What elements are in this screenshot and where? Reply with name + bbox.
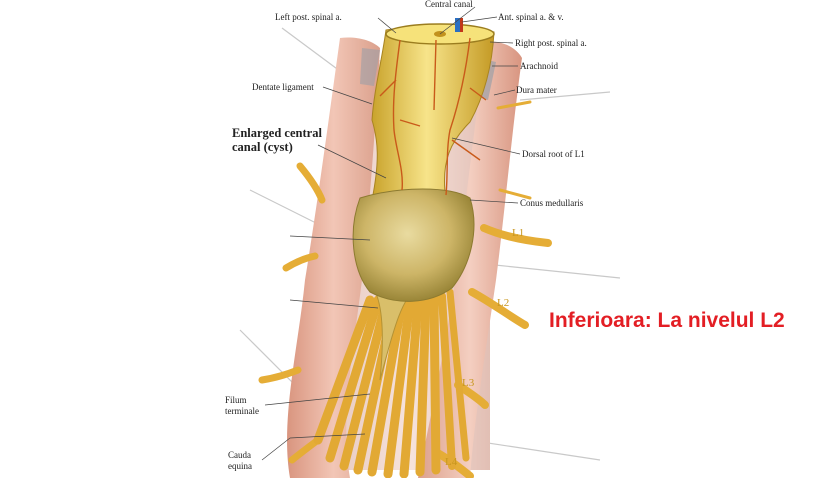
label-dentate-ligament: Dentate ligament (252, 82, 314, 92)
label-cauda: Cauda (228, 450, 251, 460)
label-cyst: canal (cyst) (232, 140, 293, 154)
anterior-spinal-artery (460, 18, 463, 32)
nerve-roots-left (258, 162, 326, 464)
level-l1: L1 (512, 227, 524, 239)
label-ant-spinal: Ant. spinal a. & v. (498, 12, 564, 22)
label-conus-medullaris: Conus medullaris (520, 198, 584, 208)
label-terminale: terminale (225, 406, 259, 416)
label-filum: Filum (225, 395, 247, 405)
label-left-post-spinal: Left post. spinal a. (275, 12, 342, 22)
anterior-spinal-vessel (455, 18, 460, 32)
caption: Inferioara: La nivelul L2 (549, 309, 785, 332)
spinal-arteries (379, 37, 487, 196)
label-central-canal: Central canal (425, 0, 473, 9)
label-equina: equina (228, 461, 252, 471)
cauda-equina (313, 288, 470, 479)
level-l2: L2 (497, 297, 509, 309)
level-l4: L4 (445, 456, 458, 468)
cyst (352, 188, 475, 302)
label-dura-mater: Dura mater (516, 85, 557, 95)
dura-mater-left (287, 37, 380, 479)
label-right-post-spinal: Right post. spinal a. (515, 38, 587, 48)
level-l3: L3 (462, 377, 475, 389)
leader-lines (261, 6, 521, 461)
arachnoid-flap-left (360, 48, 380, 86)
label-arachnoid: Arachnoid (520, 61, 558, 71)
label-enlarged-central-canal: Enlarged central (232, 126, 322, 140)
label-dorsal-root: Dorsal root of L1 (522, 149, 585, 159)
